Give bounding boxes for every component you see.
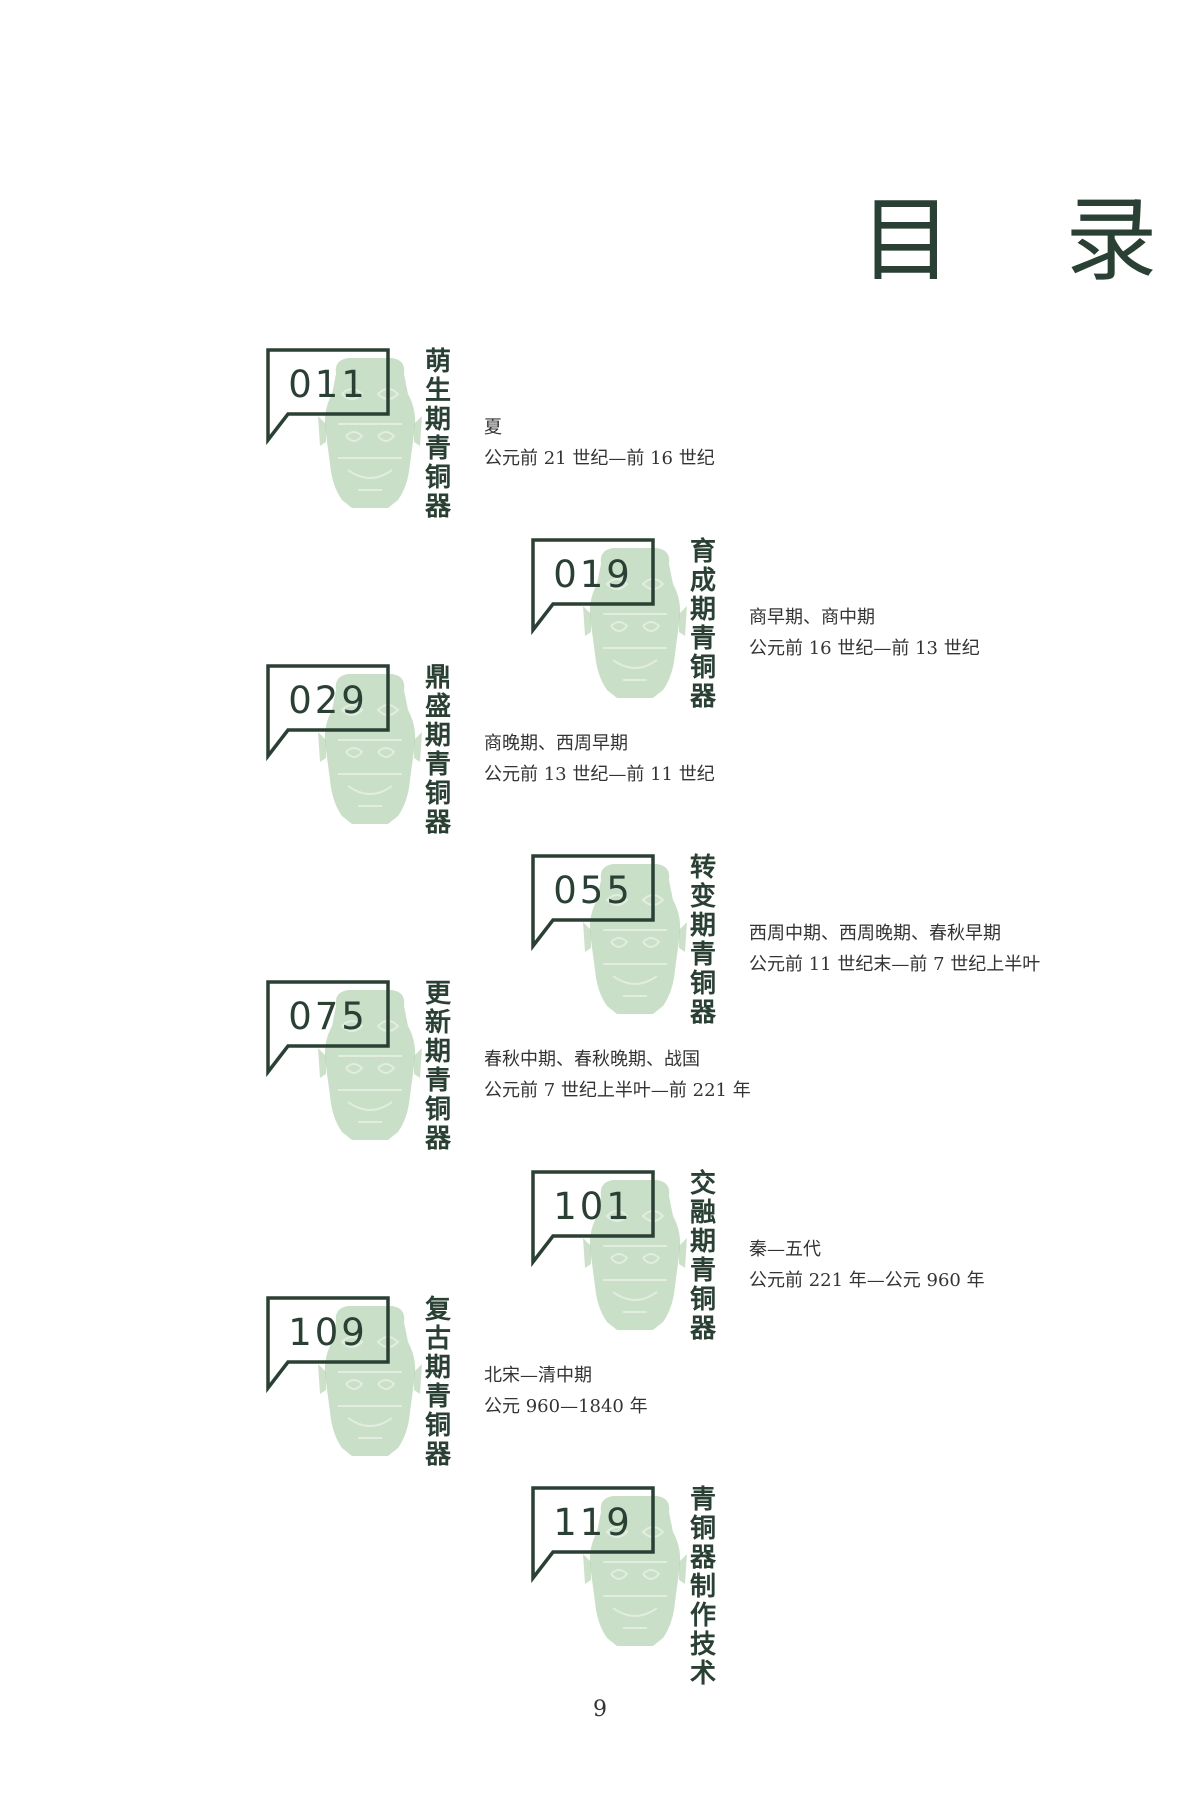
toc-entry[interactable]: 109 复古期青铜器 北宋—清中期 公元 960—1840 年 [266, 1296, 926, 1496]
entry-date-range: 公元前 16 世纪—前 13 世纪 [749, 638, 980, 659]
bronze-vessel-image [318, 986, 422, 1142]
entry-page-number[interactable]: 109 [288, 1311, 368, 1354]
entry-page-number[interactable]: 011 [288, 363, 368, 406]
entry-description: 秦—五代 公元前 221 年—公元 960 年 [749, 1234, 1189, 1296]
toc-entry[interactable]: 101 交融期青铜器 秦—五代 公元前 221 年—公元 960 年 [531, 1170, 1191, 1370]
toc-entry[interactable]: 055 转变期青铜器 西周中期、西周晚期、春秋早期 公元前 11 世纪末—前 7… [531, 854, 1191, 1054]
bronze-vessel-image [318, 670, 422, 826]
bronze-vessel-image [583, 860, 687, 1016]
entry-dynasty: 夏 [484, 417, 502, 438]
entry-page-number[interactable]: 101 [553, 1185, 633, 1228]
toc-entry[interactable]: 029 鼎盛期青铜器 商晚期、西周早期 公元前 13 世纪—前 11 世纪 [266, 664, 926, 864]
page-number-bubble: 101 [531, 1170, 655, 1270]
entry-date-range: 公元前 221 年—公元 960 年 [749, 1270, 985, 1291]
entry-date-range: 公元 960—1840 年 [484, 1396, 648, 1417]
page-number-bubble: 011 [266, 348, 390, 448]
entry-dynasty: 秦—五代 [749, 1239, 821, 1260]
entry-dynasty: 商早期、商中期 [749, 607, 875, 628]
entry-page-number[interactable]: 075 [288, 995, 368, 1038]
entry-description: 商晚期、西周早期 公元前 13 世纪—前 11 世纪 [484, 728, 924, 790]
entry-date-range: 公元前 11 世纪末—前 7 世纪上半叶 [749, 954, 1041, 975]
page-number-bubble: 019 [531, 538, 655, 638]
toc-entry[interactable]: 019 育成期青铜器 商早期、商中期 公元前 16 世纪—前 13 世纪 [531, 538, 1191, 738]
entry-dynasty: 商晚期、西周早期 [484, 733, 628, 754]
entry-title[interactable]: 萌生期青铜器 [424, 347, 451, 522]
entry-date-range: 公元前 13 世纪—前 11 世纪 [484, 764, 715, 785]
entry-page-number[interactable]: 055 [553, 869, 633, 912]
entry-description: 商早期、商中期 公元前 16 世纪—前 13 世纪 [749, 602, 1189, 664]
toc-entry[interactable]: 075 更新期青铜器 春秋中期、春秋晚期、战国 公元前 7 世纪上半叶—前 22… [266, 980, 926, 1180]
entry-page-number[interactable]: 119 [553, 1501, 633, 1544]
bronze-vessel-image [318, 354, 422, 510]
bronze-vessel-image [583, 544, 687, 700]
entry-dynasty: 春秋中期、春秋晚期、战国 [484, 1049, 700, 1070]
page-number-bubble: 029 [266, 664, 390, 764]
entry-date-range: 公元前 21 世纪—前 16 世纪 [484, 448, 715, 469]
entry-description: 春秋中期、春秋晚期、战国 公元前 7 世纪上半叶—前 221 年 [484, 1044, 924, 1106]
entry-description: 夏 公元前 21 世纪—前 16 世纪 [484, 412, 924, 474]
page-number-bubble: 055 [531, 854, 655, 954]
entry-description: 北宋—清中期 公元 960—1840 年 [484, 1360, 924, 1422]
page-number-bubble: 119 [531, 1486, 655, 1586]
entry-title[interactable]: 交融期青铜器 [689, 1169, 716, 1344]
bronze-vessel-image [583, 1176, 687, 1332]
page-title: 目 录 [860, 187, 1200, 294]
page-number-bubble: 075 [266, 980, 390, 1080]
entry-title[interactable]: 转变期青铜器 [689, 853, 716, 1028]
entry-title[interactable]: 更新期青铜器 [424, 979, 451, 1154]
entry-dynasty: 西周中期、西周晚期、春秋早期 [749, 923, 1001, 944]
entry-title[interactable]: 复古期青铜器 [424, 1295, 451, 1470]
entry-page-number[interactable]: 019 [553, 553, 633, 596]
entry-date-range: 公元前 7 世纪上半叶—前 221 年 [484, 1080, 751, 1101]
toc-entry[interactable]: 011 萌生期青铜器 夏 公元前 21 世纪—前 16 世纪 [266, 348, 926, 548]
toc-entry[interactable]: 119 青铜器制作技术 [531, 1485, 1191, 1689]
entry-dynasty: 北宋—清中期 [484, 1365, 592, 1386]
entry-title[interactable]: 青铜器制作技术 [689, 1485, 716, 1689]
entry-description: 西周中期、西周晚期、春秋早期 公元前 11 世纪末—前 7 世纪上半叶 [749, 918, 1189, 980]
bronze-vessel-image [318, 1302, 422, 1458]
entry-title[interactable]: 鼎盛期青铜器 [424, 663, 451, 838]
entry-title[interactable]: 育成期青铜器 [689, 537, 716, 712]
entry-page-number[interactable]: 029 [288, 679, 368, 722]
page-number-bubble: 109 [266, 1296, 390, 1396]
page-number: 9 [593, 1697, 607, 1722]
bronze-vessel-image [583, 1492, 687, 1648]
